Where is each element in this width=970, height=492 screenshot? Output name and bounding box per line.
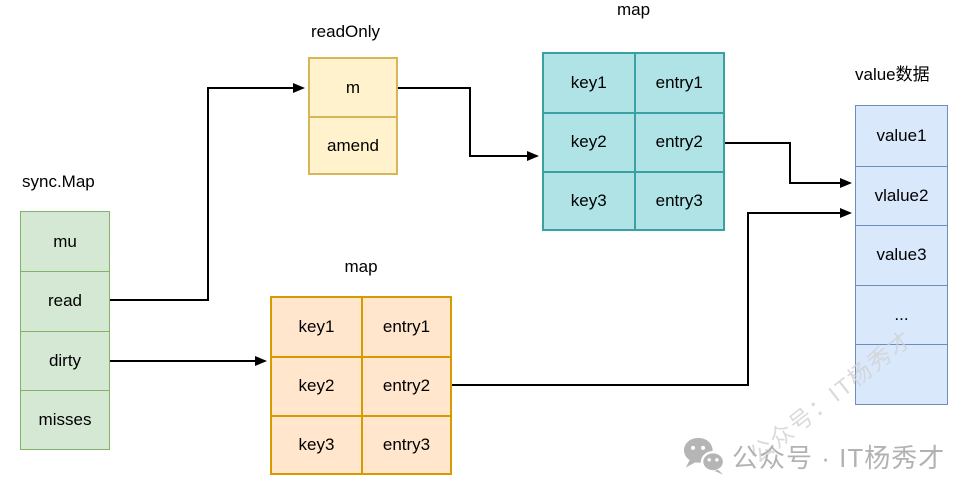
- sync-map-table: mu read dirty misses: [20, 211, 110, 450]
- value-list-title: value数据: [855, 65, 930, 84]
- dirty-map-entry2: entry2: [361, 356, 450, 415]
- read-map-title: map: [616, 0, 651, 19]
- value-cell-1: value1: [876, 125, 927, 145]
- sync-map-title: sync.Map: [22, 172, 95, 191]
- dirty-map-key2: key2: [272, 356, 361, 414]
- edge-m-to-readmap: [398, 87, 539, 161]
- value-list-table: value1 vlalue2 value3 ...: [855, 105, 948, 405]
- read-map-entry3: entry3: [633, 170, 723, 229]
- dirty-map-table: key1 entry1 key2 entry2 key3 entry3: [270, 296, 452, 475]
- sync-map-cell-read: read: [21, 271, 109, 330]
- read-map-key3: key3: [544, 170, 634, 229]
- footer-watermark: 公众号 · IT杨秀才: [683, 436, 945, 476]
- value-cell-empty: [856, 344, 947, 404]
- read-only-title: readOnly: [311, 22, 380, 41]
- read-map-entry1: entry1: [633, 54, 724, 113]
- value-cell-2: vlalue2: [856, 165, 947, 226]
- sync-map-cell-mu: mu: [53, 231, 77, 251]
- read-only-table: m amend: [308, 57, 398, 175]
- value-cell-more: ...: [856, 284, 947, 345]
- dirty-map-title: map: [344, 257, 378, 276]
- footer-watermark-text: 公众号 · IT杨秀才: [732, 442, 946, 473]
- sync-map-cell-dirty: dirty: [21, 330, 109, 390]
- read-only-cell-m: m: [345, 77, 361, 97]
- read-map-table: key1 entry1 key2 entry2 key3 entry3: [542, 52, 725, 231]
- read-map-entry2: entry2: [633, 112, 723, 171]
- dirty-map-key3: key3: [272, 414, 361, 473]
- edge-readmap-to-value: [725, 142, 852, 188]
- read-map-key1: key1: [570, 73, 607, 93]
- value-cell-3: value3: [856, 225, 947, 285]
- wechat-icon: [683, 436, 725, 476]
- read-map-key2: key2: [544, 112, 634, 170]
- dirty-map-key1: key1: [298, 317, 335, 337]
- edge-dirtymap-to-value: [452, 208, 852, 386]
- sync-map-cell-misses: misses: [21, 389, 109, 449]
- read-only-cell-amend: amend: [310, 116, 396, 173]
- dirty-map-entry3: entry3: [361, 414, 450, 473]
- dirty-map-entry1: entry1: [361, 298, 450, 357]
